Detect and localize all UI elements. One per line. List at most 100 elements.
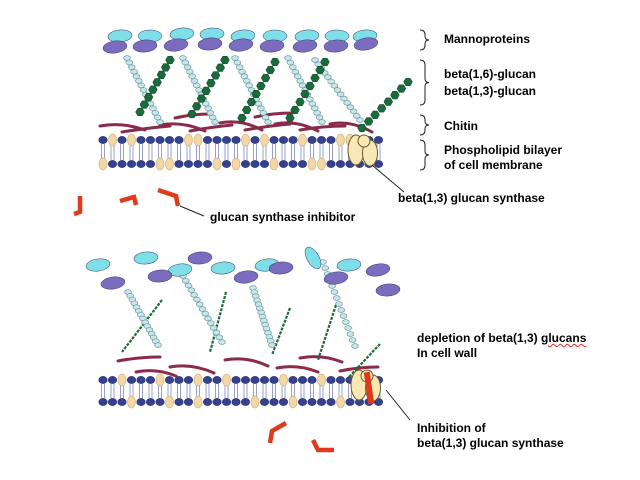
glucose-hexagon [270,57,280,67]
lipid-head [269,398,279,406]
lipid-head [250,376,260,384]
glucose-bead [289,64,297,70]
lipid-head [259,398,269,406]
glucose-bead [346,104,355,110]
glucose-bead [339,313,348,319]
glucose-bead [333,87,342,93]
glucose-bead [268,342,276,348]
lipid-head [222,136,232,144]
glucose-bead [257,105,265,112]
top-beta13-glucan-chains [135,55,413,133]
glucose-hexagon [242,105,252,115]
glucose-bead [149,105,157,112]
chitin-fiber [116,355,162,363]
lipid-head [203,398,213,406]
glucose-bead [153,114,162,121]
lipid-head [335,376,345,384]
label-chitin: Chitin [444,119,478,133]
glucose-bead [356,117,364,123]
inhibitor-molecule [267,421,288,444]
glucose-bead [123,55,131,61]
lipid-head [108,133,117,147]
glucose-bead [284,55,292,61]
chitin-fiber [223,357,270,368]
glucose-hexagon [148,85,158,94]
lipid-head [259,376,269,384]
lipid-head [117,160,127,168]
glucose-bead [313,110,321,116]
glucose-bead [231,55,239,61]
mannoprotein [210,261,236,275]
lipid-head [307,157,317,171]
chitin-fiber [134,369,178,378]
glucose-hexagon [196,94,207,103]
glucose-hexagon [320,57,330,67]
chitin-fiber [188,123,234,133]
glucose-bead [332,295,341,301]
lipid-head [193,160,203,168]
glucose-hexagon [246,97,257,107]
thin-glucan-strand [208,291,228,353]
lipid-head [212,398,222,406]
glucose-hexagon [377,104,387,113]
glucose-bead [337,307,346,313]
lipid-head [298,133,307,147]
label-brace [419,59,430,106]
thin-glucan-strand [270,307,292,356]
lipid-head [373,136,383,144]
glucose-hexagon [390,91,400,100]
top-inhibitor-molecules [73,187,181,217]
lipid-head [146,136,156,144]
glucose-bead [243,78,251,84]
glucose-bead [238,68,246,75]
lipid-head [269,376,279,384]
lipid-head [241,160,251,168]
lipid-head [231,136,241,144]
chitin-fiber [298,124,347,132]
lipid-head [278,398,288,406]
lipid-head [155,136,165,144]
lipid-head [174,160,184,168]
glucose-hexagon [215,63,225,72]
lipid-head [307,136,317,144]
thin-glucan-strand [121,299,163,353]
top-chitin-layer [98,111,374,134]
label-brace [419,29,430,51]
mannoprotein [323,39,349,53]
lipid-head [174,136,184,144]
label-depletion-line1: depletion of beta(1,3) glucans [417,331,586,345]
glucose-hexagon [251,89,261,99]
lipid-head [288,160,298,168]
top-phospholipid-bilayer [98,133,383,171]
lipid-head [288,376,298,384]
lipid-head [297,376,307,384]
mannoprotein [268,261,294,275]
label-depletion-glucans: glucans [541,331,587,345]
lipid-head [326,136,336,144]
lipid-head [203,160,213,168]
lipid-head [336,133,345,147]
lipid-head [278,136,288,144]
glucose-bead [245,82,253,89]
glucose-hexagon [187,109,197,119]
glucose-bead [135,78,143,84]
chitin-fiber [298,355,344,364]
glucose-bead [193,296,201,303]
chitin-fiber [253,111,294,119]
glucose-hexagon [370,110,380,119]
label-glucan-synthase: beta(1,3) glucan synthase [398,191,545,205]
mannoprotein [132,39,158,53]
glucose-hexagon [135,107,145,117]
glucose-hexagon [383,97,393,106]
label-inhibition-line2: beta(1,3) glucan synthase [417,436,564,450]
lipid-head [279,373,288,387]
lipid-head [212,157,222,171]
glucose-bead [181,59,190,66]
lipid-head [98,157,108,171]
lipid-head [316,398,326,406]
lipid-head [222,398,232,406]
glucose-bead [349,108,358,115]
glucose-bead [346,331,355,337]
glucose-bead [233,59,242,66]
lipid-head [127,160,137,168]
